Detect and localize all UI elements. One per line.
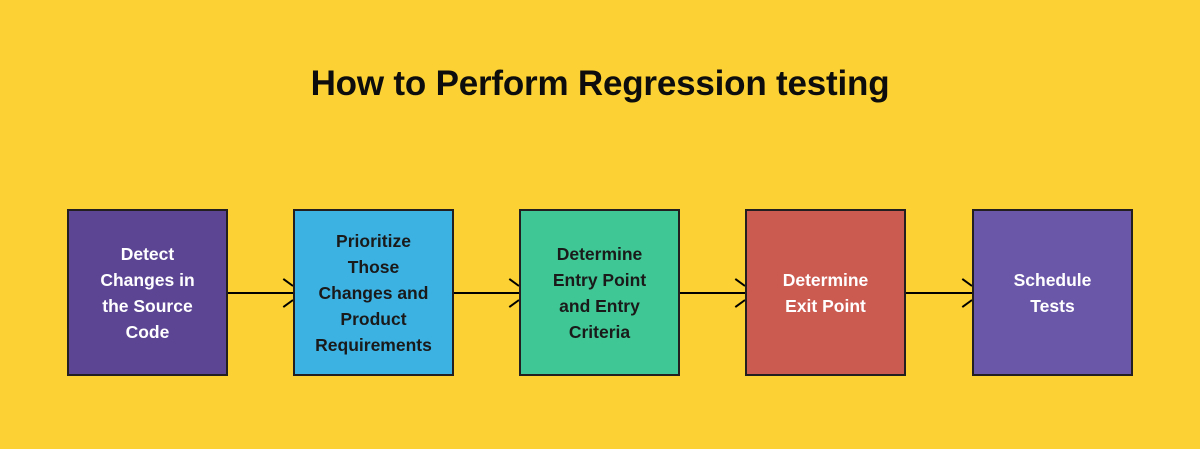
flow-step-determine-entry-point[interactable]: Determine Entry Point and Entry Criteria <box>519 209 680 376</box>
flow-connector-line-2 <box>454 292 519 294</box>
flow-connector-line-1 <box>228 292 293 294</box>
flow-connector-line-3 <box>680 292 745 294</box>
process-flow: Detect Changes in the Source Code Priori… <box>67 209 1133 377</box>
page-title: How to Perform Regression testing <box>310 64 890 103</box>
flow-step-prioritize-changes[interactable]: Prioritize Those Changes and Product Req… <box>293 209 454 376</box>
flow-step-label: Detect Changes in the Source Code <box>100 243 195 342</box>
flow-step-label: Determine Exit Point <box>782 269 869 316</box>
flow-step-label: Prioritize Those Changes and Product Req… <box>315 230 432 355</box>
flow-step-schedule-tests[interactable]: Schedule Tests <box>972 209 1133 376</box>
flow-connector-line-4 <box>906 292 972 294</box>
flow-step-detect-changes[interactable]: Detect Changes in the Source Code <box>67 209 228 376</box>
flow-step-label: Schedule Tests <box>1013 269 1092 316</box>
flow-step-label: Determine Entry Point and Entry Criteria <box>552 243 647 342</box>
flow-step-determine-exit-point[interactable]: Determine Exit Point <box>745 209 906 376</box>
